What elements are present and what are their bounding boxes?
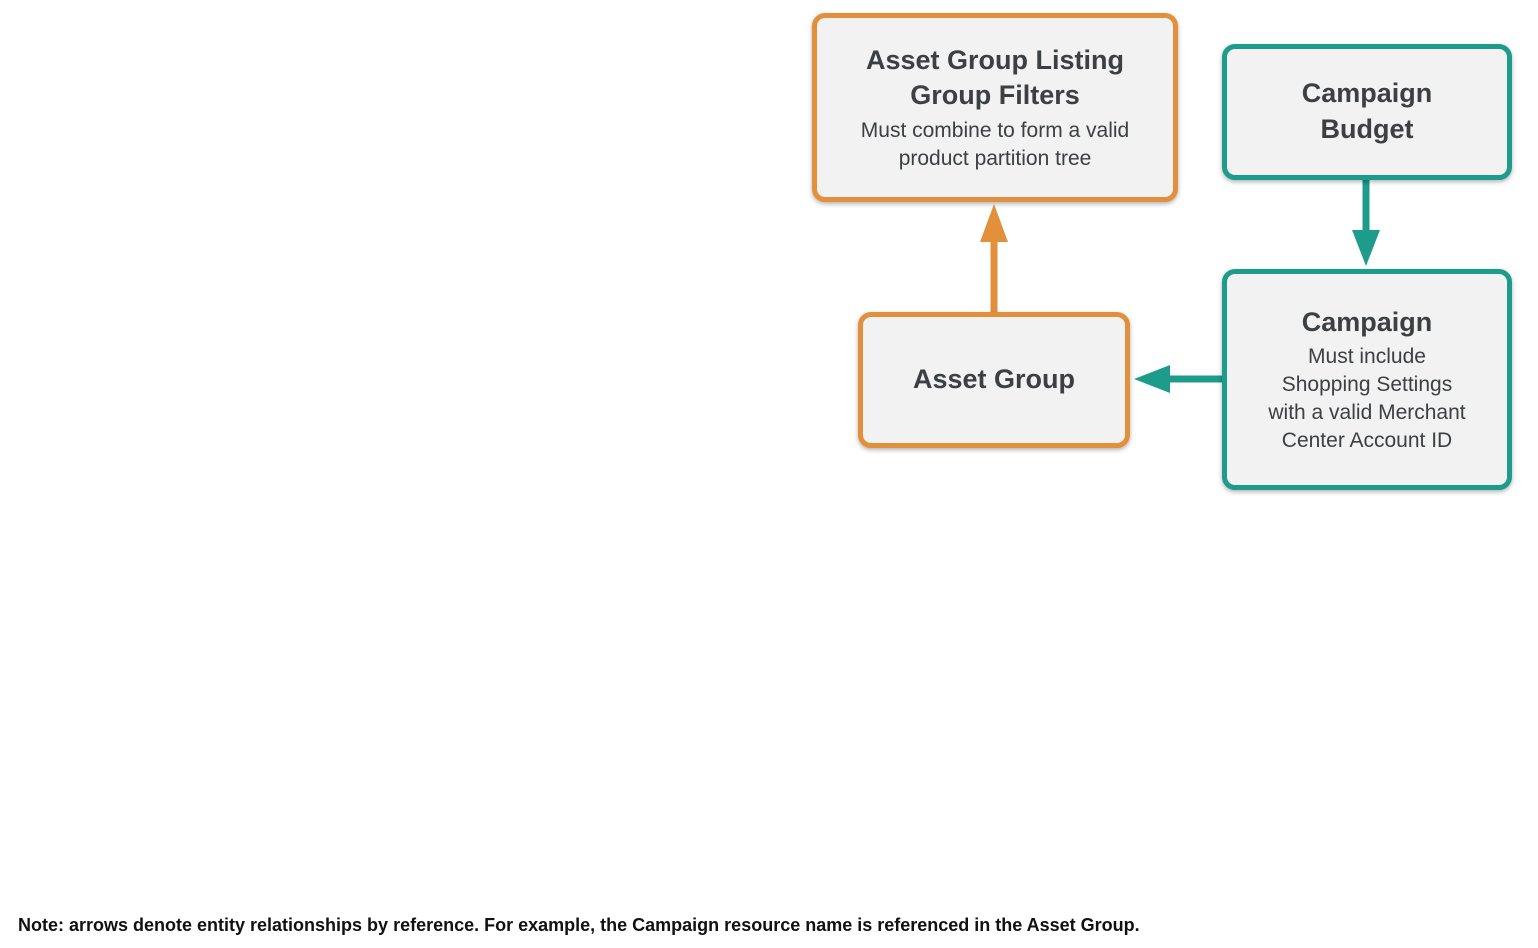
node-campaign: Campaign Must include Shopping Settings … — [1222, 269, 1512, 490]
footnote: Note: arrows denote entity relationships… — [18, 915, 1140, 935]
node-asset-group: Asset Group — [858, 312, 1130, 448]
node-subtitle: Must combine to form a valid product par… — [860, 118, 1130, 170]
node-title: Asset Group — [912, 364, 1076, 395]
node-subtitle: Must include Shopping Settings with a va… — [1268, 345, 1466, 452]
node-title: Campaign Budget — [1301, 78, 1433, 144]
node-title: Campaign — [1301, 306, 1433, 337]
node-title: Asset Group Listing Group Filters — [865, 44, 1125, 111]
arrow-campaign-budget-to-campaign — [1352, 179, 1380, 266]
node-asset-group-listing-group-filters: Asset Group Listing Group Filters Must c… — [812, 13, 1178, 202]
arrow-campaign-to-asset-group — [1134, 365, 1223, 393]
arrow-asset-group-to-listing-group-filters — [980, 204, 1008, 314]
node-campaign-budget: Campaign Budget — [1222, 44, 1512, 180]
